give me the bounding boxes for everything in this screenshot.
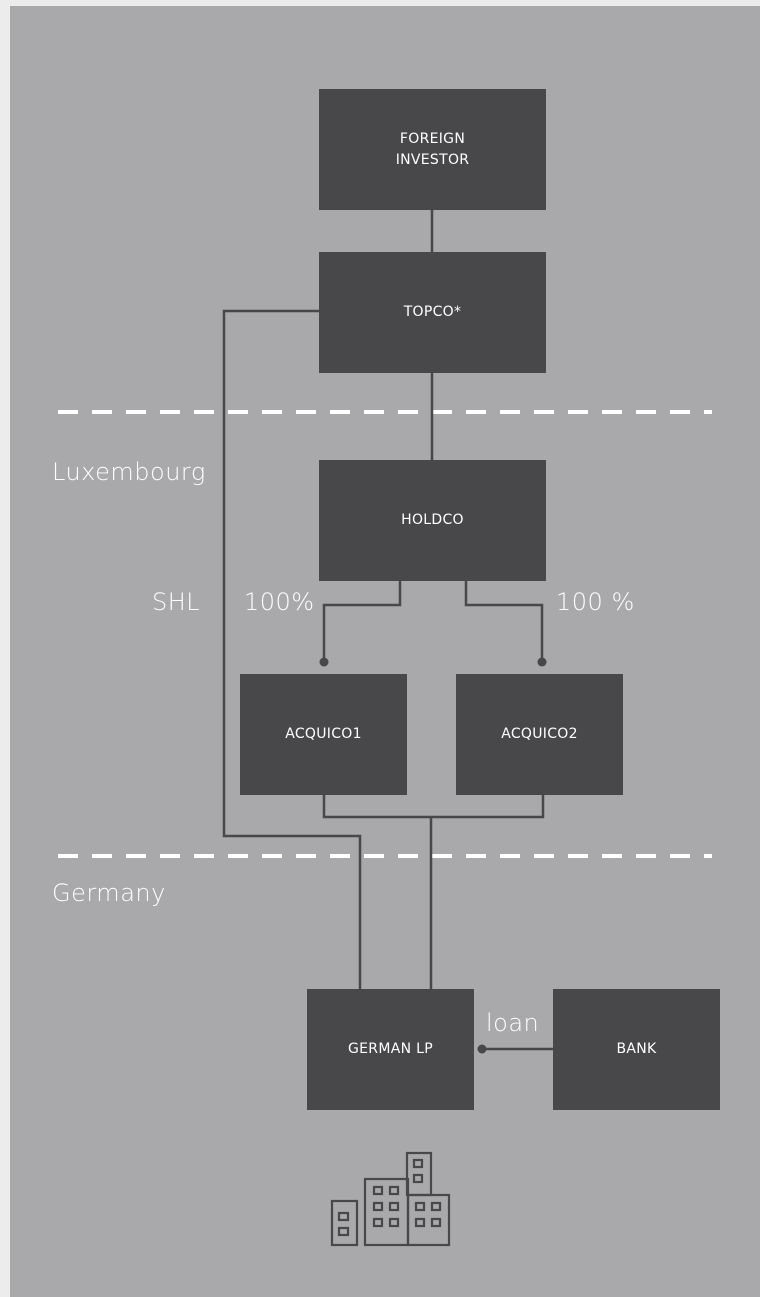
- dot-acquico1: [319, 657, 329, 667]
- acquico2-box: ACQUICO2: [456, 674, 623, 795]
- region-label-germany: Germany: [52, 879, 166, 907]
- holdco-box: HOLDCO: [319, 460, 546, 581]
- region-label-luxembourg: Luxembourg: [52, 458, 206, 486]
- foreign-investor-box: FOREIGN INVESTOR: [319, 89, 546, 210]
- bank-box: BANK: [553, 989, 720, 1110]
- link-shl: [222, 309, 362, 1030]
- link-acquicos-merge: [322, 794, 545, 819]
- loan-label: loan: [486, 1009, 540, 1037]
- german-lp-box: GERMAN LP: [307, 989, 474, 1110]
- share-label-acquico1: 100%: [244, 588, 315, 616]
- acquico1-box: ACQUICO1: [240, 674, 407, 795]
- office-buildings-icon: [330, 1151, 451, 1247]
- shl-label: SHL: [152, 588, 201, 616]
- share-label-acquico2: 100 %: [556, 588, 635, 616]
- dot-germanlp-loan: [477, 1044, 487, 1054]
- dot-acquico2: [537, 657, 547, 667]
- link-holdco-acquico2: [464, 580, 544, 662]
- link-holdco-acquico1: [322, 580, 402, 662]
- topco-box: TOPCO*: [319, 252, 546, 373]
